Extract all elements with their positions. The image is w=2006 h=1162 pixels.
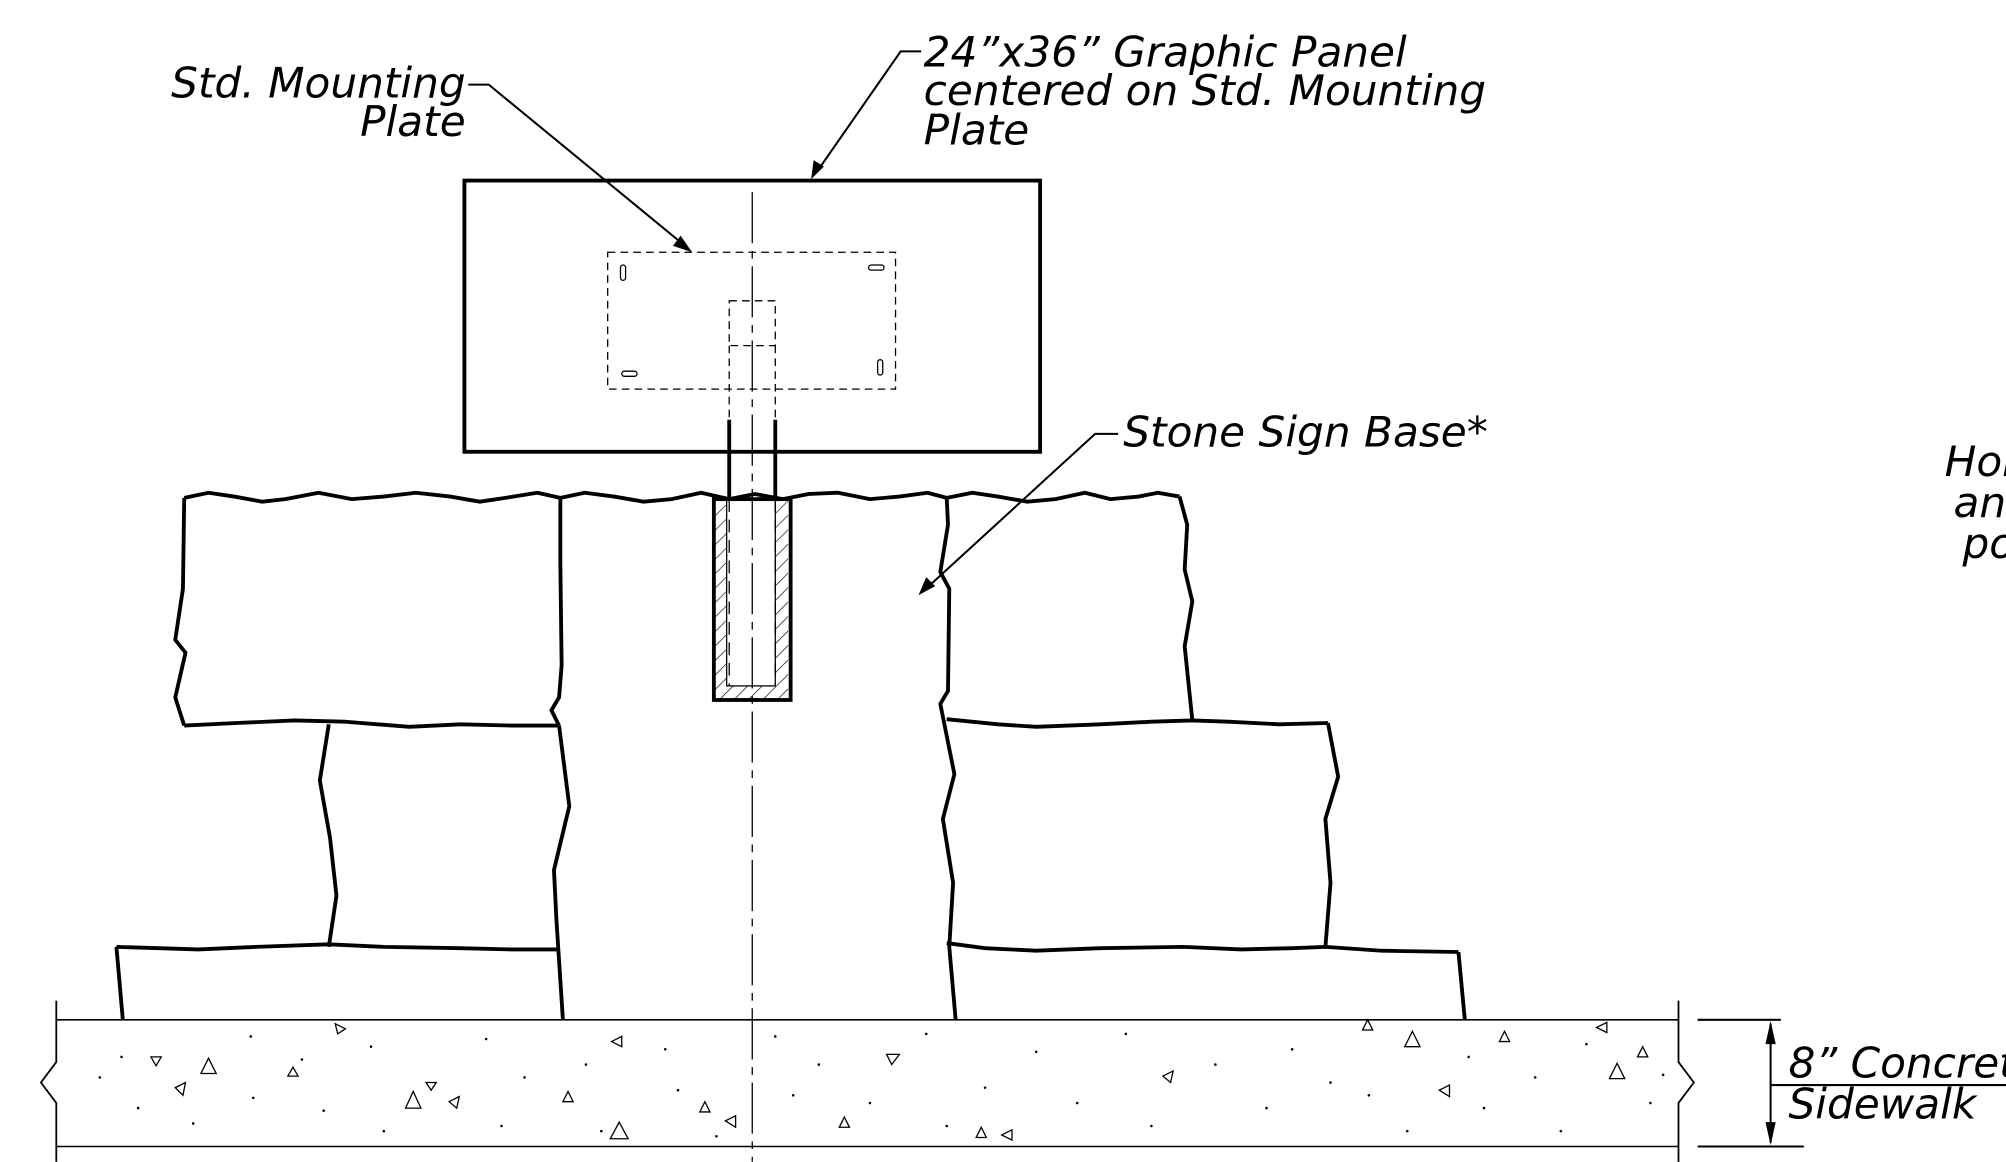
stone-left-seam-lower — [552, 725, 572, 1020]
stone-left-seam-upper — [549, 497, 564, 727]
leader-graphic-panel — [817, 50, 922, 170]
stone-bottom-right-outline — [1456, 951, 1467, 1020]
label-mounting-plate-line1: Std. Mounting — [171, 58, 466, 107]
leader-mounting-plate — [468, 83, 683, 245]
stone-row3-top-right — [946, 941, 1459, 954]
concrete-sidewalk — [39, 1000, 1695, 1162]
stone-sign-base — [114, 490, 1467, 1020]
arrow-mounting-plate — [672, 235, 693, 253]
label-graphic-panel-line1: 24”x36” Graphic Panel — [924, 28, 1407, 77]
mounting-slot — [876, 359, 884, 376]
stone-top-right — [946, 490, 1180, 504]
label-hole-note-line2: ann — [1954, 478, 2006, 527]
label-sidewalk: 8” Concrete Sidewalk — [1789, 1038, 2006, 1128]
stone-bottom-left-outline — [114, 946, 125, 1020]
aggregate-triangles — [149, 1018, 1649, 1142]
stone-row3-top-left — [116, 942, 560, 952]
label-graphic-panel-line3: Plate — [924, 106, 1030, 155]
aggregate-dots — [98, 1032, 1665, 1138]
mounting-slot — [619, 264, 627, 281]
arrow-graphic-panel — [811, 160, 824, 180]
arrow-stone-base — [918, 577, 936, 596]
stone-upper-right-outline — [1177, 496, 1195, 721]
stone-row2-right-outline — [1323, 722, 1341, 948]
mounting-slot — [868, 264, 885, 271]
post — [727, 345, 778, 686]
label-graphic-panel-line2: centered on Std. Mounting — [924, 66, 1486, 115]
label-sidewalk-line2: Sidewalk — [1789, 1079, 1978, 1128]
label-stone-base: Stone Sign Base* — [1123, 408, 1488, 457]
label-sidewalk-line1: 8” Concrete — [1789, 1038, 2006, 1087]
label-mounting-plate: Std. Mounting Plate — [171, 58, 466, 145]
stone-middle-right-seam — [938, 497, 958, 1020]
stone-upper-left-outline — [173, 497, 188, 727]
label-graphic-panel: 24”x36” Graphic Panel centered on Std. M… — [924, 28, 1486, 155]
stone-row2-top-right — [946, 717, 1329, 729]
stone-row2-left-joint — [317, 723, 339, 948]
label-hole-note-line1: Hole — [1945, 437, 2006, 486]
leader-stone-base — [928, 432, 1119, 587]
label-mounting-plate-line2: Plate — [360, 97, 466, 146]
leader-arrowheads — [672, 160, 936, 596]
stone-top-left — [183, 490, 561, 504]
stone-row2-top-left — [184, 718, 560, 729]
sidewalk-dimension-arrows — [1765, 1021, 1776, 1146]
label-hole-note-line3: po — [1962, 519, 2006, 568]
label-hole-note: Hole ann po — [1945, 437, 2006, 568]
stone-top-middle — [559, 490, 948, 504]
leaders — [468, 50, 1119, 587]
mounting-slot — [621, 370, 638, 377]
